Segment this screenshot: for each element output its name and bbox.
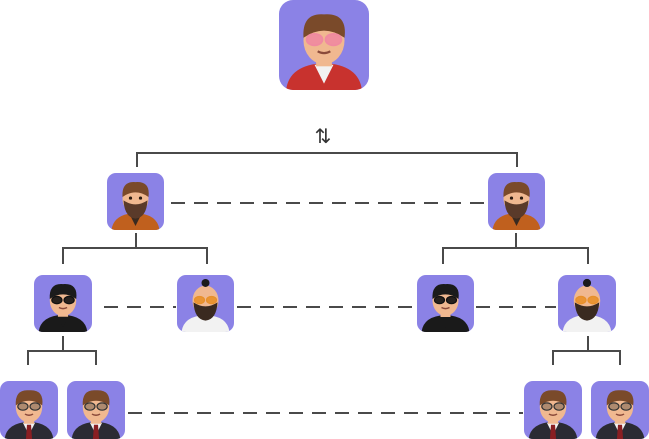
avatar-hair	[122, 182, 149, 197]
avatar-red-jacket-pink-glasses	[286, 14, 362, 90]
dashed-links	[104, 202, 556, 414]
node-l2-a	[34, 275, 92, 332]
avatar-glasses-lens-right	[445, 295, 458, 305]
avatar-glasses-lens-right	[620, 402, 632, 411]
node-l1-right	[488, 173, 545, 230]
avatar-glasses-lens-left	[433, 295, 446, 305]
avatar-glasses-lens-right	[96, 402, 108, 411]
connector-l2a-children	[27, 336, 97, 365]
avatar-glasses-lens-left	[608, 402, 620, 411]
avatar-eye-left	[128, 196, 133, 200]
avatar-eye-right	[138, 196, 143, 200]
avatar-collar	[56, 315, 70, 328]
avatar-hair	[15, 390, 43, 406]
avatar-mouth	[441, 306, 450, 310]
avatar-black-hair-sunglasses	[421, 284, 470, 332]
connector-root-children	[136, 152, 518, 167]
swap-arrows-icon: ⇅	[314, 124, 332, 148]
avatar-eye-right	[519, 196, 524, 200]
node-l3-c	[524, 381, 582, 439]
avatar-beard	[123, 200, 148, 219]
avatar-suit-glasses	[4, 390, 54, 439]
avatar-glasses-lens-right	[205, 295, 218, 305]
avatar-eye-left	[509, 196, 514, 200]
avatar-black-hair-sunglasses	[38, 284, 88, 332]
node-root	[279, 0, 369, 90]
avatar-hair-bun	[201, 278, 210, 287]
avatar-glasses-lens-left	[84, 402, 96, 411]
avatar-mouth	[24, 413, 34, 416]
avatar-bearded-orange-jacket	[111, 182, 160, 230]
avatar-hair	[432, 284, 459, 299]
avatar-glasses-lens-left	[193, 295, 206, 305]
avatar-hair	[49, 284, 77, 299]
avatar-hair	[503, 182, 530, 197]
avatar-mouth	[91, 413, 101, 416]
avatar-hair	[606, 390, 634, 406]
avatar-glasses-lens-left	[17, 402, 29, 411]
avatar-glasses-lens-right	[63, 295, 75, 305]
avatar-beard	[504, 200, 529, 219]
avatar-suit-glasses	[595, 390, 645, 439]
avatar-mouth	[615, 413, 625, 416]
connector-left-children	[62, 233, 208, 264]
node-l2-b	[177, 275, 234, 332]
connector-right-children	[442, 233, 589, 264]
avatar-mouth	[317, 50, 331, 55]
node-l3-b	[67, 381, 125, 439]
avatar-tie	[549, 424, 557, 439]
avatar-beard	[193, 302, 218, 321]
avatar-mouth	[58, 306, 68, 310]
avatar-tie	[92, 424, 100, 439]
node-l3-d	[591, 381, 649, 439]
avatar-beard	[574, 302, 600, 321]
avatar-bald-beard-orange-glasses	[562, 278, 612, 332]
avatar-mouth	[548, 413, 558, 416]
avatar-collar	[314, 64, 334, 84]
avatar-glasses-lens-left	[305, 32, 324, 47]
avatar-glasses-lens-left	[541, 402, 553, 411]
avatar-glasses-lens-left	[51, 295, 63, 305]
connector-l2d-children	[552, 336, 621, 365]
avatar-collar	[439, 316, 452, 328]
avatar-suit-glasses	[71, 390, 121, 439]
avatar-hair	[303, 14, 345, 38]
avatar-glasses-lens-left	[575, 295, 587, 305]
avatar-suit-glasses	[528, 390, 578, 439]
avatar-bearded-orange-jacket	[492, 182, 541, 230]
avatar-hair	[82, 390, 110, 406]
avatar-tie	[25, 424, 33, 439]
node-l2-c	[417, 275, 474, 332]
avatar-hair-bun	[582, 278, 592, 288]
avatar-hair	[539, 390, 567, 406]
avatar-glasses-lens-right	[324, 32, 343, 47]
tree-connectors	[27, 152, 621, 365]
avatar-glasses-lens-right	[553, 402, 565, 411]
node-l3-a	[0, 381, 58, 439]
node-l2-d	[558, 275, 616, 332]
avatar-tie	[616, 424, 624, 439]
avatar-glasses-lens-right	[29, 402, 41, 411]
avatar-glasses-lens-right	[587, 295, 599, 305]
avatar-bald-beard-orange-glasses	[181, 278, 230, 332]
node-l1-left	[107, 173, 164, 230]
